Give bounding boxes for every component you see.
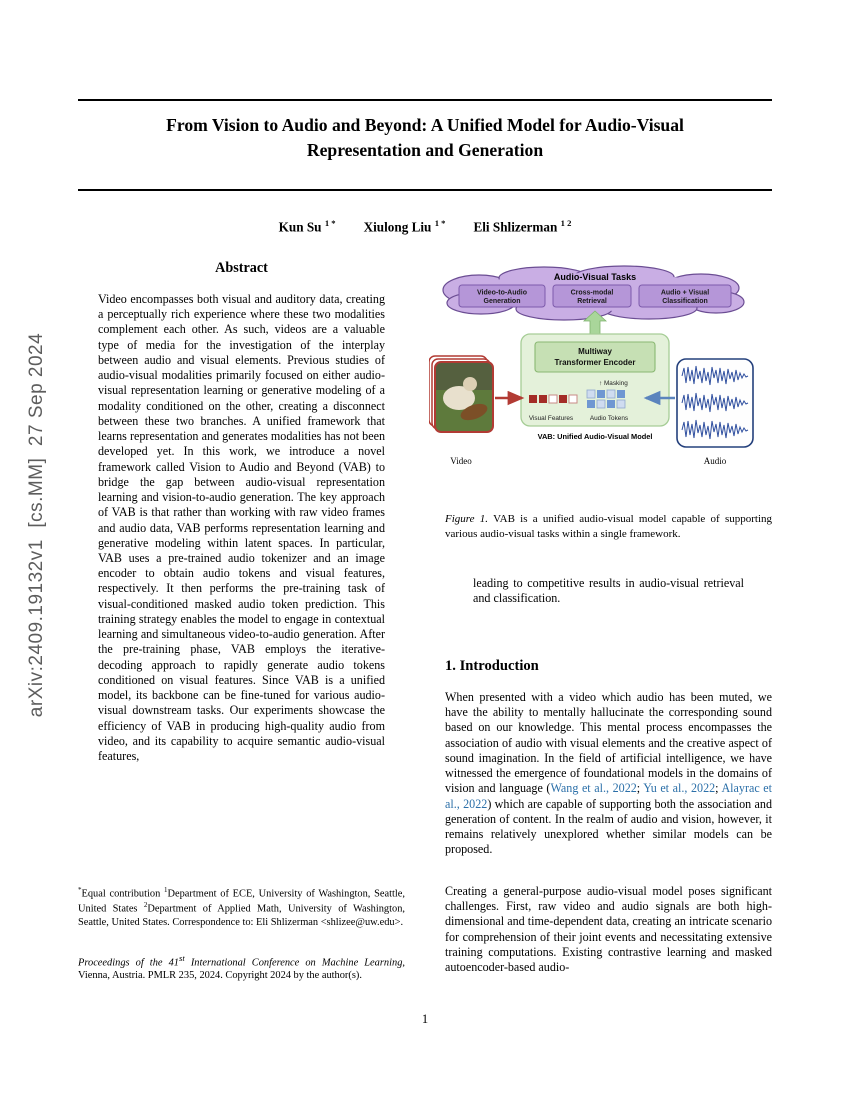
proceedings-notice: Proceedings of the 41st International Co… [78,953,405,982]
tasks-cloud: Audio-Visual Tasks Video-to-Audio Genera… [442,265,745,321]
abstract-heading: Abstract [215,260,268,276]
email-link[interactable]: <shlizee@uw.edu> [320,916,401,928]
svg-text:Video-to-Audio: Video-to-Audio [477,290,527,297]
tasks-cloud-header: Audio-Visual Tasks [554,272,636,282]
page-number: 1 [421,1012,429,1026]
video-label: Video [450,456,472,466]
affiliation-2-mark: 2 [143,901,148,910]
author-2-affiliation: 1 * [434,218,446,228]
encoder-to-tasks-arrow [582,310,608,335]
audio-tokens [586,389,626,409]
author-1-affiliation: 1 * [324,218,336,228]
video-thumbnail [428,355,494,433]
svg-text:Classification: Classification [662,298,708,305]
left-column: Abstract Video encompasses both visual a… [78,256,405,1016]
title-rule [78,189,772,191]
author-3: Eli Shlizerman 1 2 [473,218,572,235]
task-box-audio-visual-classification: Audio + Visual Classification [638,284,732,308]
author-footnote: *Equal contribution 1Department of ECE, … [78,886,406,928]
svg-text:Retrieval: Retrieval [577,298,607,305]
video-frame-image [435,377,493,432]
visual-feature-tokens [529,394,578,404]
introduction-paragraph-2: Creating a general-purpose audio-visual … [445,884,772,975]
abstract-continuation: leading to competitive results in audio-… [473,576,744,606]
citation-link[interactable]: Wang et al., 2022 [550,781,637,796]
abstract-text: Video encompasses both visual and audito… [98,292,385,764]
paper-title-line1: From Vision to Audio and Beyond: A Unifi… [166,115,684,135]
svg-text:Audio + Visual: Audio + Visual [661,290,709,297]
transformer-encoder-box [534,341,656,373]
author-3-affiliation: 1 2 [560,218,572,228]
visual-features-label: Visual Features [529,415,573,422]
figure-1-tag: Figure 1. [445,513,489,525]
top-rule [78,99,772,101]
paper-title: From Vision to Audio and Beyond: A Unifi… [78,113,772,163]
task-box-crossmodal-retrieval: Cross-modal Retrieval [552,284,632,308]
svg-text:Multiway: Multiway [578,347,612,356]
introduction-paragraph-1: When presented with a video which audio … [445,690,773,857]
svg-text:Generation: Generation [484,298,521,305]
paper-title-line2: Representation and Generation [306,140,544,160]
citation-link[interactable]: Yu et al., 2022 [643,781,716,796]
figure-1-diagram: Audio-Visual Tasks Video-to-Audio Genera… [428,265,754,466]
vab-model-label: VAB: Unified Audio-Visual Model [538,432,653,441]
author-2: Xiulong Liu 1 * [363,218,446,235]
task-box-video-to-audio: Video-to-Audio Generation [458,284,546,308]
affiliation-1-mark: 1 [164,886,168,894]
audio-label: Audio [704,456,727,466]
audio-waveform [676,358,754,448]
arxiv-watermark: arXiv:2409.19132v1 [cs.MM] 27 Sep 2024 [26,332,47,718]
citation-link[interactable]: Alayrac et al., 2022 [445,781,773,811]
vab-model: Multiway Transformer Encoder ↑ Masking [520,333,670,427]
equal-contribution-mark: * [78,886,82,894]
svg-text:Cross-modal: Cross-modal [571,290,614,297]
svg-text:Transformer Encoder: Transformer Encoder [555,358,636,367]
section-heading-introduction: 1. Introduction [445,658,539,674]
author-line: Kun Su 1 * Xiulong Liu 1 * Eli Shlizerma… [78,218,772,235]
figure-1: Audio-Visual Tasks Video-to-Audio Genera… [428,264,759,470]
masking-label: ↑ Masking [599,380,628,387]
right-column: Audio-Visual Tasks Video-to-Audio Genera… [428,256,773,1016]
audio-tokens-label: Audio Tokens [590,415,628,422]
figure-1-caption: Figure 1. VAB is a unified audio-visual … [445,513,773,540]
ordinal-superscript: st [178,953,185,963]
author-1: Kun Su 1 * [278,218,336,235]
